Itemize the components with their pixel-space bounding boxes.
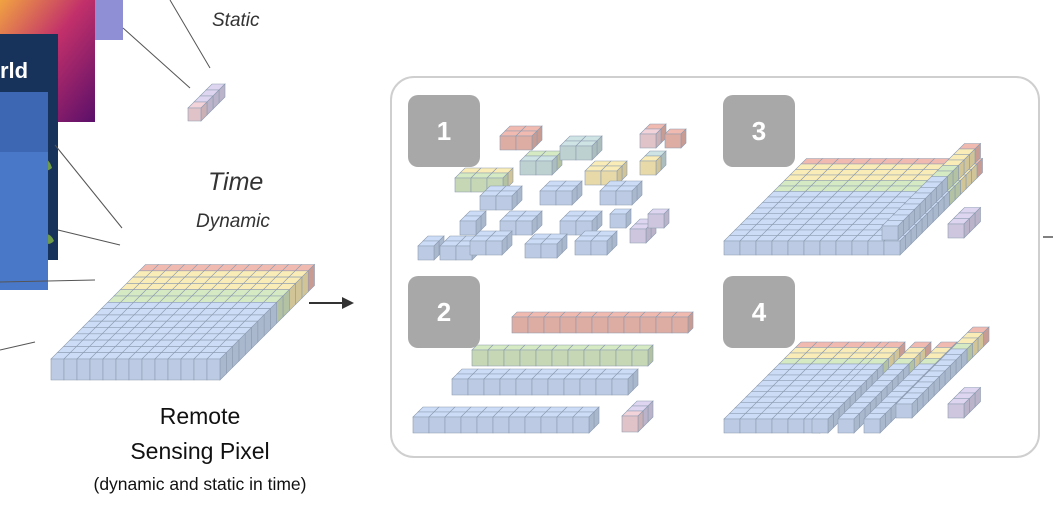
cube-front: [515, 220, 533, 236]
cube-front: [141, 358, 156, 381]
cube-front: [167, 358, 182, 381]
cube-front: [535, 160, 553, 176]
cube-front: [611, 378, 629, 396]
cube-front: [495, 195, 513, 211]
cube-front: [515, 135, 533, 151]
cube-front: [128, 358, 143, 381]
cube-front: [609, 213, 627, 229]
connector-lines: [0, 0, 211, 351]
panel-cubes: [412, 123, 990, 434]
cube-front: [572, 416, 590, 434]
badge-1: 1: [408, 95, 480, 167]
cube-front: [180, 358, 195, 381]
cube-front: [590, 240, 608, 256]
cube-front: [639, 160, 657, 176]
cube-front: [947, 223, 965, 239]
cube-front: [187, 107, 202, 122]
cube-front: [621, 415, 639, 433]
cube-front: [629, 228, 647, 244]
cube-front: [154, 358, 169, 381]
blue-image-top: [0, 92, 48, 152]
cube-front: [947, 403, 965, 419]
cube-front: [647, 213, 665, 229]
caption-line-1: Remote: [159, 403, 241, 429]
left-cubes: [50, 83, 316, 381]
cube-front: [639, 133, 657, 149]
cube-front: [193, 358, 208, 381]
cube-front: [540, 243, 558, 259]
imagery-stack: [0, 0, 123, 290]
cube-front: [76, 358, 91, 381]
dynamic-label: Dynamic: [196, 211, 270, 232]
purple-image-layer: [95, 0, 123, 40]
cube-front: [881, 225, 899, 241]
cube-front: [115, 358, 130, 381]
cube-front: [575, 145, 593, 161]
cube-front: [863, 418, 881, 434]
cube-front: [883, 240, 901, 256]
cube-front: [671, 316, 689, 334]
arrow-icon: [309, 297, 354, 309]
badge-3: 3: [723, 95, 795, 167]
cube-front: [485, 240, 503, 256]
cube-front: [895, 403, 913, 419]
cube-front: [837, 418, 855, 434]
cube-front: [102, 358, 117, 381]
static-label: Static: [212, 10, 260, 31]
cube-front: [631, 349, 649, 367]
cube-front: [811, 418, 829, 434]
cube-front: [615, 190, 633, 206]
cube-front: [89, 358, 104, 381]
badge-4: 4: [723, 276, 795, 348]
cube-front: [206, 358, 221, 381]
badge-2: 2: [408, 276, 480, 348]
map-title: rld: [0, 58, 29, 83]
time-label: Time: [208, 168, 264, 196]
cube-front: [459, 220, 477, 236]
cube-front: [63, 358, 78, 381]
caption-line-2: Sensing Pixel: [130, 438, 270, 464]
cube-front: [50, 358, 65, 381]
strategies-panel: [390, 76, 1040, 458]
cube-front: [417, 245, 435, 261]
cube-front: [555, 190, 573, 206]
caption-line-3: (dynamic and static in time): [93, 474, 307, 494]
cube-front: [664, 133, 682, 149]
